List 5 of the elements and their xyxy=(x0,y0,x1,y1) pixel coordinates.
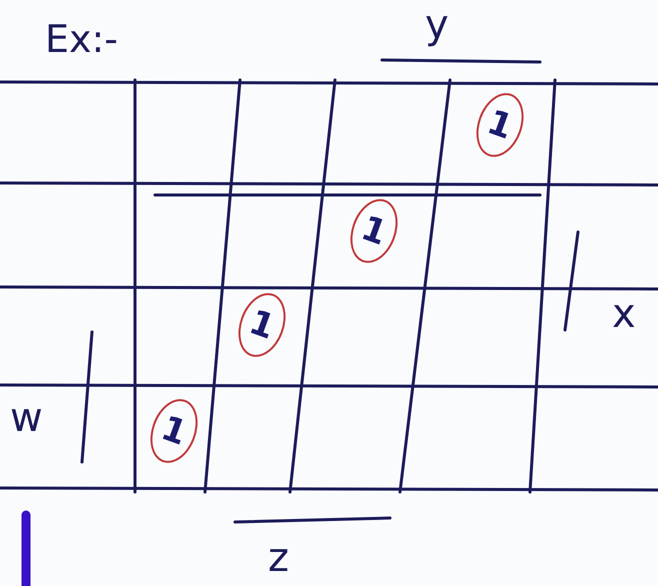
variable-label: z xyxy=(268,538,289,578)
variable-label: y xyxy=(425,5,449,45)
variable-label: x xyxy=(612,294,636,334)
title: Ex:- xyxy=(45,20,118,58)
variable-label: w xyxy=(10,398,43,438)
